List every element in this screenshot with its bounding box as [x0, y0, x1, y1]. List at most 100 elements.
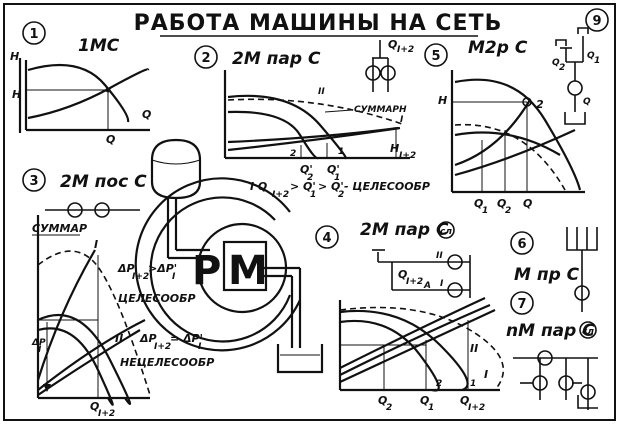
- panel-2: 2 2М пар С Q I+2 II I СУММАРН 2 1 Q' 2 Q…: [194, 38, 430, 200]
- panel-5: 5 М2р С H 2 Q 1 Q 2 Q: [424, 38, 585, 216]
- panel-9-q2-sub: 2: [559, 63, 565, 73]
- panel-4-heading: 2М пар С: [360, 220, 449, 240]
- volute-icon: [149, 196, 292, 343]
- pump-icon: [580, 384, 596, 400]
- panel-5-q1-sub: 1: [482, 206, 488, 216]
- pump-icon: [67, 202, 83, 218]
- panel-2-flow-label: Q: [388, 38, 397, 51]
- panel-1-q-mark: Q: [106, 133, 115, 146]
- panel-3-number: 3: [29, 174, 38, 189]
- panel-3-cond1-a: ΔP: [117, 262, 135, 275]
- upper-tank-icon: [150, 138, 202, 200]
- panel-2-q1p: Q': [327, 163, 340, 176]
- panel-1-h-mark: H: [12, 88, 21, 101]
- panel-5-heading: М2р С: [468, 38, 528, 58]
- panel-7-heading: nМ пар С: [506, 321, 595, 341]
- panel-2-note-c: > Q': [318, 180, 344, 193]
- panel-2-curve-I: I: [400, 115, 404, 125]
- panel-4-q1-sub: 1: [428, 403, 434, 413]
- panel-5-mark-2: 2: [536, 98, 544, 111]
- panel-5-y-axis: H: [438, 94, 447, 107]
- panel-3-cond1-sub: I+2: [132, 272, 149, 282]
- panel-3-curve-II: II: [115, 332, 123, 345]
- panel-3-heading: 2М пос С: [60, 172, 147, 192]
- panel-3-cond1-sub2: I: [172, 272, 176, 282]
- pump-icon: [537, 350, 553, 366]
- panel-7-heading-suffix: сл: [582, 327, 594, 337]
- logo-letter-right: M: [228, 248, 268, 294]
- panel-2-note-sub-c: 2: [338, 190, 344, 200]
- panel-7: 7 nМ пар С сл: [506, 291, 598, 410]
- panel-3-sum-label: СУММАР: [32, 222, 87, 235]
- panel-4-q1: Q: [420, 394, 429, 407]
- panel-3-dp-sub: I: [38, 345, 42, 355]
- panel-1-x-axis: Q: [142, 108, 151, 121]
- panel-4-qsum: Q: [460, 394, 469, 407]
- panel-4-curve-II: II: [470, 342, 478, 355]
- panel-5-q1: Q: [474, 197, 483, 210]
- panel-2-mark-2: 2: [290, 149, 296, 159]
- panel-4-q-sub: I+2: [406, 277, 423, 287]
- panel-1-y-axis: H: [10, 50, 19, 63]
- panel-2-q2p: Q': [300, 163, 313, 176]
- pump-icon: [447, 254, 463, 270]
- panel-4-mark-1: 1: [470, 379, 476, 389]
- panel-3-cond2-a: ΔP: [139, 332, 157, 345]
- panel-2-number: 2: [201, 51, 210, 66]
- pump-icon: [574, 285, 590, 301]
- tank-icon: [566, 227, 598, 251]
- panel-4-mark-A: A: [423, 281, 431, 291]
- panel-4-pump-II: II: [436, 251, 443, 261]
- panel-2-note-sub-a: I+2: [272, 190, 289, 200]
- central-scheme: P M: [134, 138, 324, 374]
- panel-4-qsum-sub: I+2: [468, 403, 485, 413]
- panel-9-q1-sub: 1: [594, 56, 600, 66]
- panel-2-q2p-sub: 2: [307, 173, 313, 183]
- panel-2-curve-II: II: [318, 87, 325, 97]
- panel-2-q1p-sub: 1: [334, 173, 340, 183]
- panel-4-curve-I: I: [484, 368, 488, 381]
- panel-2-heading: 2М пар С: [232, 49, 321, 69]
- panel-3-q-sub: I+2: [98, 409, 115, 419]
- panel-4-mark-2: 2: [436, 379, 442, 389]
- pump-icon: [447, 282, 463, 298]
- panel-9-q1: Q: [587, 51, 595, 61]
- page-title: РАБОТА МАШИНЫ НА СЕТЬ: [134, 11, 503, 36]
- panel-3-dp: ΔP: [31, 338, 46, 348]
- panel-4-heading-suffix: сл: [440, 227, 452, 237]
- panel-3: 3 2М пос С СУММАР I II ΔP I ΔP I+2 >ΔP' …: [22, 168, 214, 419]
- panel-3-cond2-sub: I+2: [154, 342, 171, 352]
- panel-3-cond2-text: НЕЦЕЛЕСООБР: [120, 356, 214, 369]
- panel-7-number: 7: [517, 297, 526, 312]
- lower-tank-icon: [276, 344, 324, 374]
- pump-icon: [94, 202, 110, 218]
- panel-2-mark-1: 1: [338, 147, 344, 157]
- panel-2-hsum-sub: I+2: [399, 151, 416, 161]
- panel-9: 9 Q 2 Q 1 Q: [552, 8, 609, 125]
- panel-4-number: 4: [322, 231, 331, 246]
- pump-icon: [567, 80, 583, 96]
- panel-9-q2: Q: [552, 58, 560, 68]
- panel-3-curve-I: I: [94, 238, 98, 251]
- panel-2-flow-sub: I+2: [397, 45, 414, 55]
- panel-1-number: 1: [29, 27, 38, 42]
- panel-2-note-d: - ЦЕЛЕСООБР: [344, 180, 430, 193]
- panel-2-hsum: H: [390, 142, 399, 155]
- panel-6-heading: М пр С: [514, 265, 580, 285]
- tank-icon: [577, 27, 589, 34]
- logo-letter-left: P: [192, 248, 221, 294]
- panel-2-sum-label: СУММАРН: [354, 105, 407, 115]
- panel-2-note-b: > Q': [290, 180, 316, 193]
- panel-4: 4 2М пар С сл Q I+2 II I A II I 2 1: [315, 220, 505, 413]
- panel-6-number: 6: [517, 237, 526, 252]
- panel-2-note-sub-b: 1: [310, 190, 316, 200]
- panel-5-q2: Q: [497, 197, 506, 210]
- tank-icon: [555, 39, 567, 46]
- panel-9-number: 9: [592, 14, 601, 29]
- panel-4-q: Q: [398, 268, 407, 281]
- tank-icon: [564, 112, 586, 125]
- panel-3-q: Q: [90, 400, 99, 413]
- panel-1: 1 1МС H H Q Q: [10, 21, 151, 146]
- panel-4-q2: Q: [378, 394, 387, 407]
